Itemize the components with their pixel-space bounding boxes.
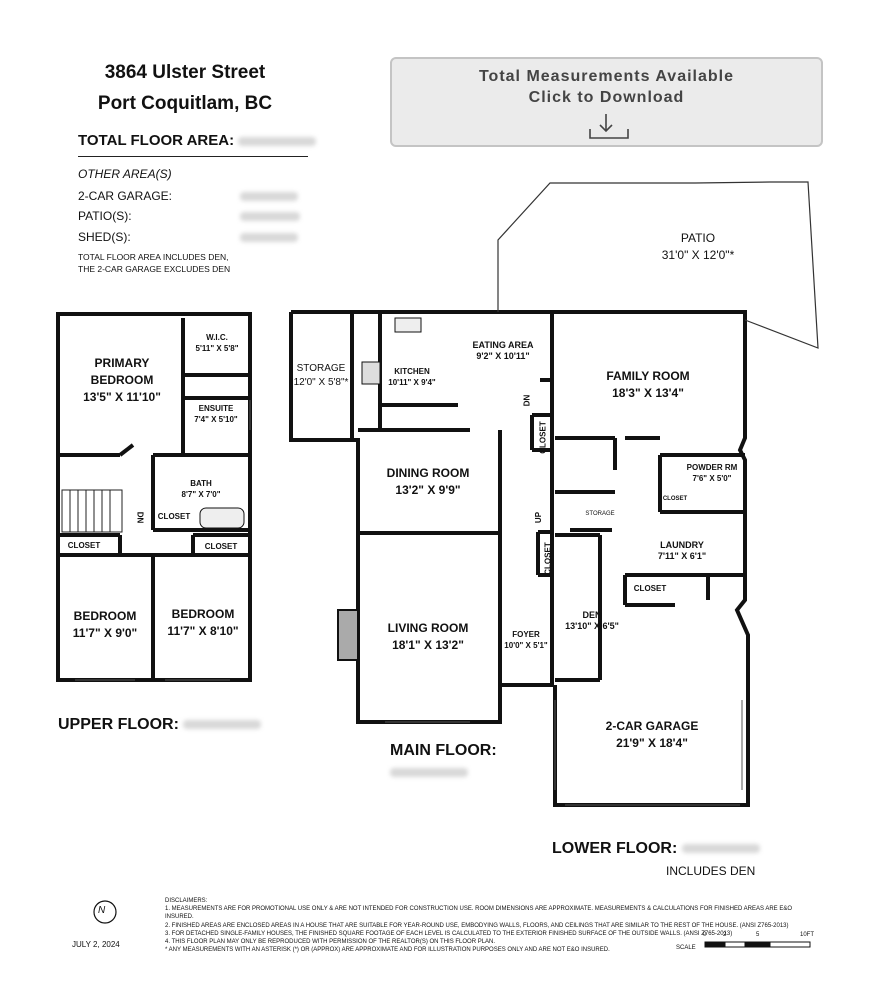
scale-tick: 2 [723, 932, 727, 938]
redacted-value [183, 720, 262, 730]
closet-label: CLOSET [543, 542, 553, 575]
disclaimer-line: 3. FOR DETACHED SINGLE-FAMILY HOUSES, TH… [165, 930, 733, 937]
scale-label: SCALE [676, 945, 696, 951]
scale-bar [704, 941, 811, 948]
disclaimer-line: 4. THIS FLOOR PLAN MAY ONLY BE REPRODUCE… [165, 939, 496, 946]
redacted-value [390, 768, 468, 777]
redacted-value [240, 233, 298, 242]
disclaimers-title: DISCLAIMERS: [165, 898, 208, 904]
download-arrow-icon [589, 114, 629, 139]
closet-label: CLOSET [538, 421, 548, 454]
upper-stairs [61, 489, 123, 533]
address-line-2: Port Coquitlam, BC [97, 93, 273, 114]
closet-label: CLOSET [633, 584, 667, 593]
scale-tick: 0 [703, 932, 707, 938]
divider [78, 156, 308, 157]
closet-label: CLOSET [157, 512, 191, 521]
note-line-2: THE 2-CAR GARAGE EXCLUDES DEN [78, 264, 231, 274]
tub [199, 507, 245, 529]
note-line-1: TOTAL FLOOR AREA INCLUDES DEN, [78, 252, 229, 262]
redacted-value [240, 192, 298, 201]
stairs-down-label: DN [135, 511, 145, 524]
compass-north-label: N [98, 905, 106, 916]
download-line-2: Click to Download [528, 89, 685, 106]
disclaimer-line: 2. FINISHED AREAS ARE ENCLOSED AREAS IN … [165, 922, 789, 929]
kitchen-sink [394, 317, 422, 333]
patio-outline [744, 181, 819, 349]
main-floor-outline [289, 310, 554, 724]
redacted-value [681, 844, 760, 854]
closet-label: CLOSET [67, 541, 101, 550]
patio-outline [497, 182, 695, 312]
storage-small-label: STORAGE [585, 511, 615, 517]
main-floor-label: MAIN FLOOR: [390, 742, 497, 759]
stove [361, 361, 381, 385]
compass-icon [93, 900, 117, 924]
disclaimer-line: * ANY MEASUREMENTS WITH AN ASTERISK (*) … [165, 947, 610, 954]
patio-area-label: PATIO(S): [78, 209, 132, 223]
redacted-value [238, 136, 317, 146]
upper-floor-label: UPPER FLOOR: [58, 716, 262, 734]
address-line-1: 3864 Ulster Street [104, 62, 266, 83]
total-floor-area-label: TOTAL FLOOR AREA: [78, 132, 235, 149]
wall [118, 443, 135, 457]
stairs-down-label: DN [522, 394, 532, 407]
closet-label: CLOSET [204, 542, 238, 551]
scale-tick: 5 [756, 932, 760, 938]
room-wic: W.I.C.5'11" X 5'8" [195, 333, 239, 353]
garage-area-label: 2-CAR GARAGE: [78, 189, 173, 203]
fireplace [337, 609, 359, 661]
other-areas-label: OTHER AREA(S) [78, 167, 172, 181]
lower-floor-label: LOWER FLOOR: [552, 840, 760, 858]
disclaimers: DISCLAIMERS: 1. MEASUREMENTS ARE FOR PRO… [165, 897, 815, 954]
includes-den-note: INCLUDES DEN [666, 864, 756, 878]
scale-tick: 10FT [800, 932, 815, 938]
redacted-value [240, 212, 300, 221]
total-floor-area: TOTAL FLOOR AREA: [78, 132, 317, 149]
disclaimer-line: 1. MEASUREMENTS ARE FOR PROMOTIONAL USE … [165, 906, 792, 921]
plan-date: JULY 2, 2024 [72, 940, 120, 949]
shed-area-label: SHED(S): [78, 230, 131, 244]
download-measurements-button[interactable]: Total Measurements Available Click to Do… [390, 57, 823, 147]
stairs-up-label: UP [534, 511, 544, 524]
download-line-1: Total Measurements Available [478, 68, 735, 85]
closet-label: CLOSET [662, 496, 688, 502]
